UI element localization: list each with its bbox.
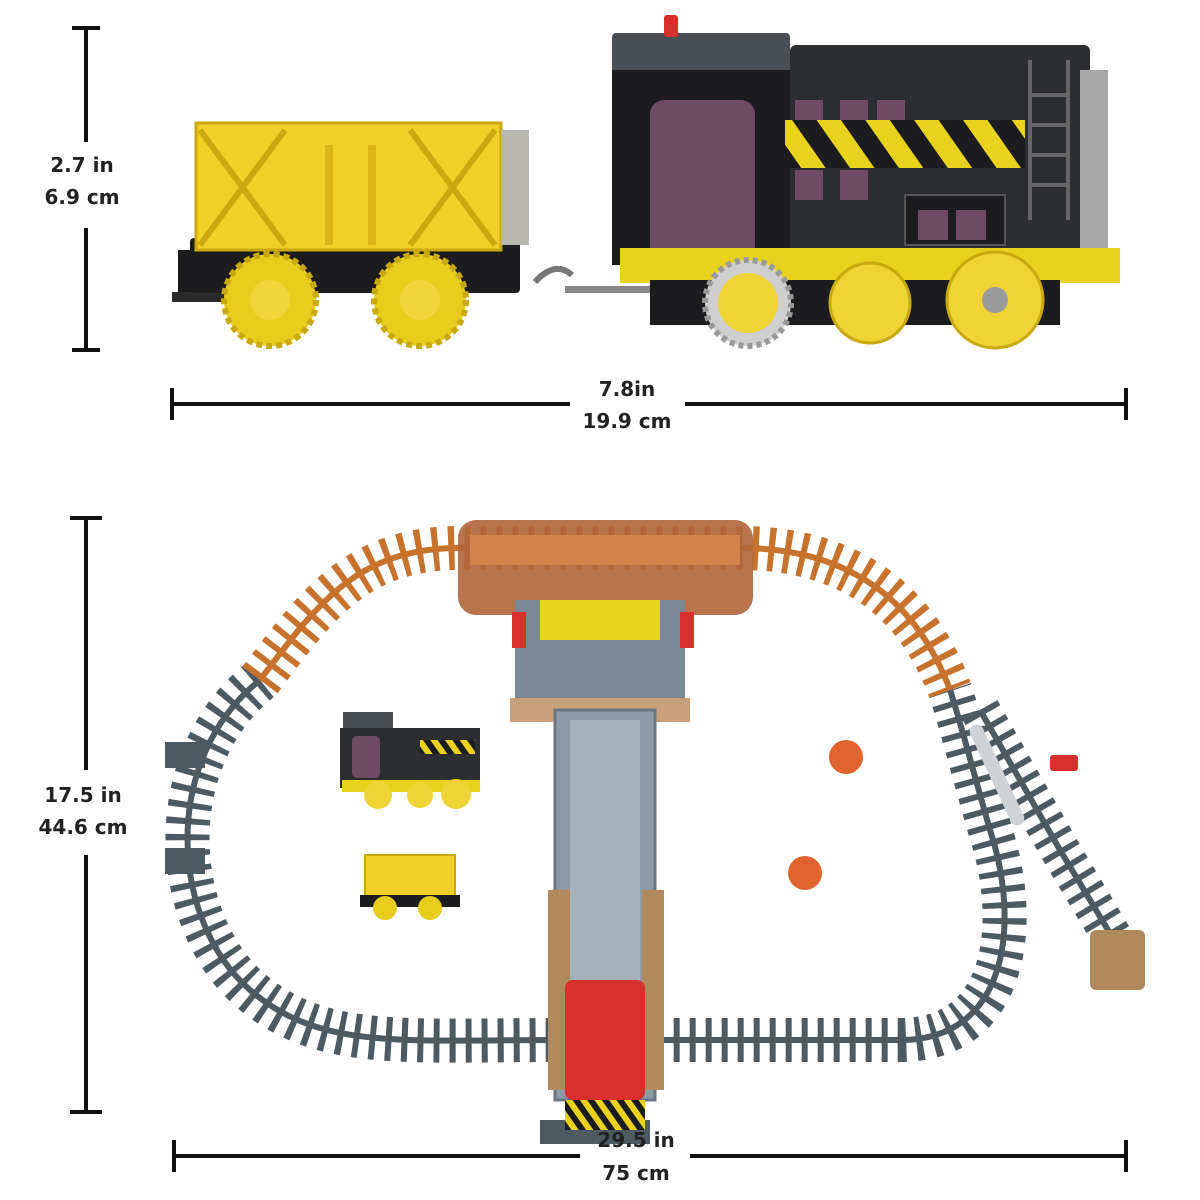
- engine-height-imperial: 2.7 in: [50, 153, 114, 177]
- set-depth-metric: 44.6 cm: [38, 815, 127, 839]
- set-width-metric: 75 cm: [602, 1161, 670, 1185]
- loader-ramp: [510, 600, 694, 1130]
- diesel-engine: [612, 15, 1120, 350]
- engine-length-imperial: 7.8in: [599, 377, 656, 401]
- engine-length-metric: 19.9 cm: [582, 409, 671, 433]
- engine-length-dimension-line: [170, 388, 1128, 420]
- set-width-imperial: 29.5 in: [597, 1128, 674, 1152]
- engine-height-metric: 6.9 cm: [44, 185, 119, 209]
- engine-height-dimension-line: [72, 26, 100, 352]
- set-width-dimension-line: [172, 1140, 1128, 1172]
- track-layout: [165, 520, 1145, 1144]
- mini-truck: [360, 854, 460, 920]
- yellow-truck: [172, 121, 685, 349]
- set-depth-dimension-line: [70, 516, 102, 1114]
- set-depth-imperial: 17.5 in: [44, 783, 121, 807]
- cargo-discs: [788, 740, 863, 890]
- mini-engine: [340, 712, 480, 809]
